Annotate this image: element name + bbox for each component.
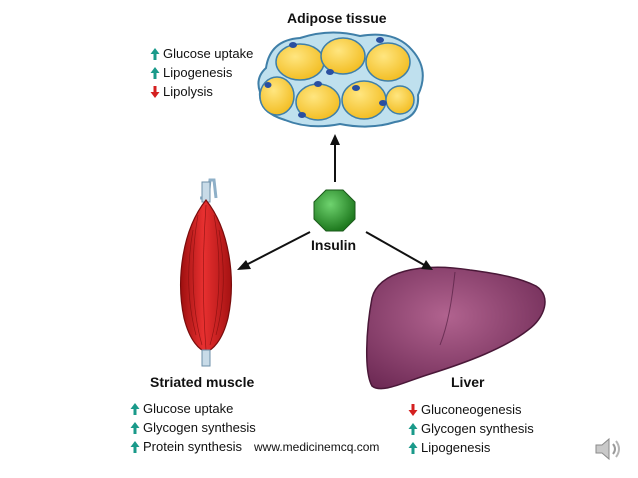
effect-item: Lipolysis [150, 82, 253, 101]
adipose-title: Adipose tissue [287, 10, 387, 26]
arrow-up-icon [130, 402, 140, 415]
adipose-tissue-image [257, 31, 424, 128]
arrow-up-icon [130, 421, 140, 434]
effect-item: Gluconeogenesis [408, 400, 534, 419]
arrow-up-icon [408, 422, 418, 435]
effect-item: Lipogenesis [150, 63, 253, 82]
effect-item: Glucose uptake [130, 399, 256, 418]
insulin-label: Insulin [311, 237, 357, 253]
insulin-octagon-icon [313, 189, 356, 232]
arrow-down-icon [150, 85, 160, 98]
effect-item: Glucose uptake [150, 44, 253, 63]
effect-label: Glucose uptake [163, 46, 254, 61]
effect-label: Lipogenesis [421, 440, 491, 455]
arrow-up-icon [150, 66, 160, 79]
arrow-down-icon [408, 403, 418, 416]
effect-label: Lipogenesis [163, 65, 233, 80]
liver-image [366, 266, 546, 390]
arrow-up-icon [150, 47, 160, 60]
liver-title: Liver [451, 374, 485, 390]
effect-label: Glycogen synthesis [143, 420, 256, 435]
effect-label: Gluconeogenesis [421, 402, 522, 417]
effect-label: Glycogen synthesis [421, 421, 534, 436]
effect-label: Protein synthesis [143, 439, 242, 454]
arrow-up-icon [408, 441, 418, 454]
arrow-up-icon [130, 440, 140, 453]
muscle-title: Striated muscle [150, 374, 255, 390]
effect-item: Glycogen synthesis [130, 418, 256, 437]
effect-item: Glycogen synthesis [408, 419, 534, 438]
signal-arrows [237, 134, 433, 270]
effect-label: Glucose uptake [143, 401, 234, 416]
striated-muscle-image [180, 178, 232, 367]
effect-label: Lipolysis [163, 84, 213, 99]
watermark-text: www.medicinemcq.com [254, 440, 380, 454]
effect-item: Protein synthesis [130, 437, 256, 456]
speaker-icon[interactable] [594, 436, 624, 467]
effect-item: Lipogenesis [408, 438, 534, 457]
